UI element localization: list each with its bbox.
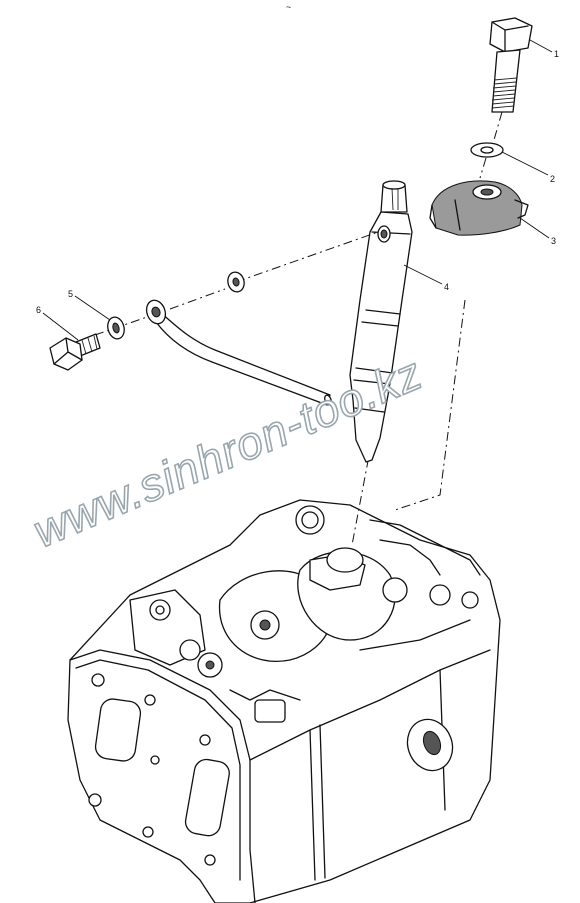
- clamp-center-line: [394, 299, 466, 511]
- washer-center-line: [479, 157, 487, 179]
- callout-6: 6: [36, 305, 79, 341]
- bolt-center-line: [493, 111, 503, 141]
- callout-2: 2: [501, 151, 555, 184]
- injector-clamp-icon: [429, 180, 529, 236]
- banjo-bolt-icon: [49, 333, 101, 371]
- callout-5: 5: [68, 289, 111, 321]
- sealing-washer-icon: [107, 316, 125, 340]
- fuel-line-center-line: [235, 231, 379, 283]
- callout-number-4: 4: [444, 282, 449, 292]
- callout-number-6: 6: [36, 305, 41, 315]
- callout-1: 1: [529, 39, 559, 59]
- callout-number-5: 5: [68, 289, 73, 299]
- fuel-pipe-icon: [145, 299, 332, 406]
- callout-number-2: 2: [550, 174, 555, 184]
- cylinder-head-icon: [67, 499, 501, 903]
- callout-number-3: 3: [551, 236, 556, 246]
- hex-bolt-icon: [489, 17, 533, 113]
- callout-4: 4: [403, 264, 449, 292]
- fuel-injector-icon: [349, 180, 413, 463]
- banjo-washer-icon: [227, 271, 245, 293]
- callout-number-1: 1: [554, 49, 559, 59]
- callout-3: 3: [519, 217, 556, 246]
- top-mark: ~: [286, 2, 291, 12]
- washer-icon: [470, 142, 504, 158]
- injector-center-line: [351, 439, 373, 546]
